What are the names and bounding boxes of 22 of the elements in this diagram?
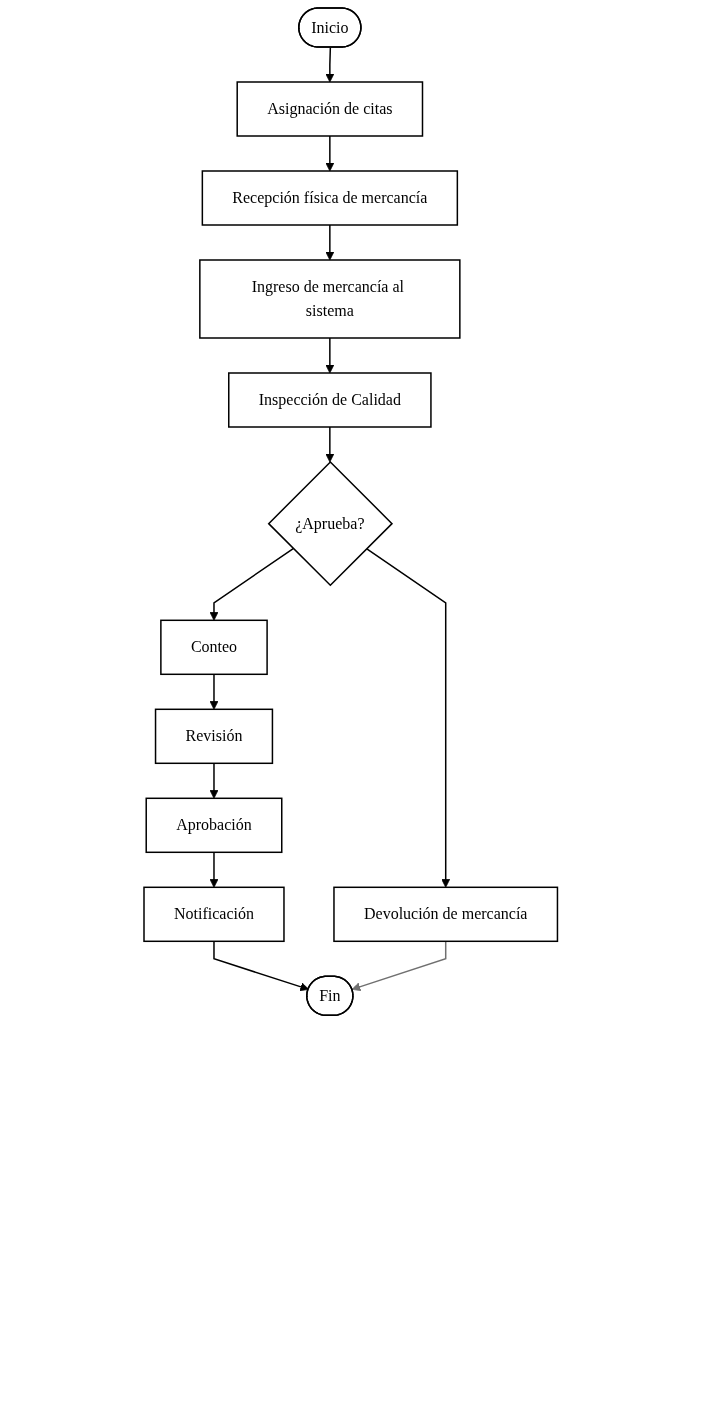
arrow bbox=[325, 46, 335, 83]
node-box: Ingreso de mercancía al sistema bbox=[199, 259, 461, 339]
arrow bbox=[209, 547, 295, 621]
node-box: Aprobación bbox=[145, 797, 283, 854]
arrow bbox=[209, 762, 219, 799]
arrow bbox=[325, 426, 335, 463]
node-box: Asignación de citas bbox=[236, 81, 424, 137]
arrow bbox=[325, 337, 335, 374]
node-box: Devolución de mercancía bbox=[333, 886, 559, 943]
arrow bbox=[325, 135, 335, 172]
node-box: Revisión bbox=[155, 708, 274, 765]
node-box: Recepción física de mercancía bbox=[201, 170, 459, 226]
node-box: Notificación bbox=[143, 886, 285, 943]
arrow bbox=[209, 851, 219, 888]
arrow bbox=[351, 940, 447, 992]
node-box: Conteo bbox=[160, 619, 269, 676]
arrow bbox=[366, 547, 451, 888]
arrow bbox=[213, 940, 310, 992]
node-diamond: ¿Aprueba? bbox=[267, 460, 394, 587]
arrow bbox=[325, 224, 335, 261]
arrow bbox=[209, 673, 219, 710]
node-box: Inspección de Calidad bbox=[228, 372, 432, 428]
